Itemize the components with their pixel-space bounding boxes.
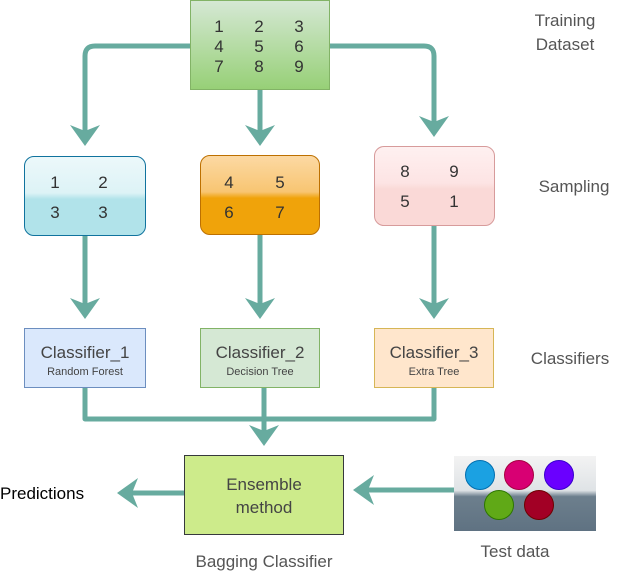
sample-number: 1 (50, 173, 60, 192)
test-data-dot (465, 460, 495, 490)
training-number: 8 (254, 57, 264, 76)
ensemble-line1: Ensemble (226, 475, 302, 494)
classifier-box-3: Classifier_3 Extra Tree (374, 328, 494, 388)
line-classifiers-merge (82, 388, 437, 422)
classifier-box-1: Classifier_1 Random Forest (24, 328, 146, 388)
training-number: 7 (214, 57, 224, 76)
ensemble-line2: method (235, 498, 293, 517)
training-number: 6 (294, 37, 304, 56)
training-number: 2 (254, 17, 264, 36)
classifier-subtitle: Extra Tree (408, 366, 460, 378)
sampling-label: Sampling (538, 177, 610, 196)
training-number: 4 (214, 37, 224, 56)
sample-box-1: 1 2 3 3 (24, 156, 146, 236)
sample-number: 5 (275, 173, 285, 192)
test-data-dot (504, 460, 534, 490)
sample-number: 2 (98, 173, 108, 192)
predictions-label: Predictions (0, 484, 85, 503)
training-number: 1 (214, 17, 224, 36)
sample-number: 1 (449, 192, 459, 211)
training-dataset-label: Training Dataset (510, 9, 620, 57)
classifiers-label: Classifiers (530, 349, 610, 368)
classifier-title: Classifier_1 (40, 343, 130, 362)
ensemble-method-box: Ensemble method (184, 455, 344, 535)
arrow-training-to-sample3 (330, 43, 449, 137)
sample-box-3: 8 9 5 1 (374, 146, 495, 226)
sample-number: 8 (400, 162, 410, 181)
test-data-box (454, 456, 596, 531)
ensemble-method-text: Ensemble method (185, 473, 343, 519)
test-data-label: Test data (480, 542, 550, 561)
classifier-title: Classifier_3 (389, 343, 479, 362)
sample-box-2: 4 5 6 7 (200, 155, 320, 235)
sample-number: 6 (224, 203, 234, 222)
training-label-line1: Training (534, 11, 596, 30)
test-data-dot (544, 460, 574, 490)
test-data-dot (524, 490, 554, 520)
classifier-box-2: Classifier_2 Decision Tree (200, 328, 320, 388)
classifier-title: Classifier_2 (215, 343, 305, 362)
training-number: 5 (254, 37, 264, 56)
sample-number: 3 (98, 203, 108, 222)
bagging-classifier-caption: Bagging Classifier (195, 552, 333, 571)
test-data-dot (484, 490, 514, 520)
sample-number: 5 (400, 192, 410, 211)
training-number: 9 (294, 57, 304, 76)
training-dataset-box: 1 2 3 4 5 6 7 8 9 (190, 0, 330, 90)
arrow-training-to-sample1 (70, 43, 190, 146)
classifier-subtitle: Random Forest (47, 366, 123, 378)
training-number: 3 (294, 17, 304, 36)
sample-number: 7 (275, 203, 285, 222)
sample-number: 9 (449, 162, 459, 181)
training-label-line2: Dataset (535, 35, 595, 54)
sample-number: 3 (50, 203, 60, 222)
classifier-subtitle: Decision Tree (226, 366, 294, 378)
sample-number: 4 (224, 173, 234, 192)
